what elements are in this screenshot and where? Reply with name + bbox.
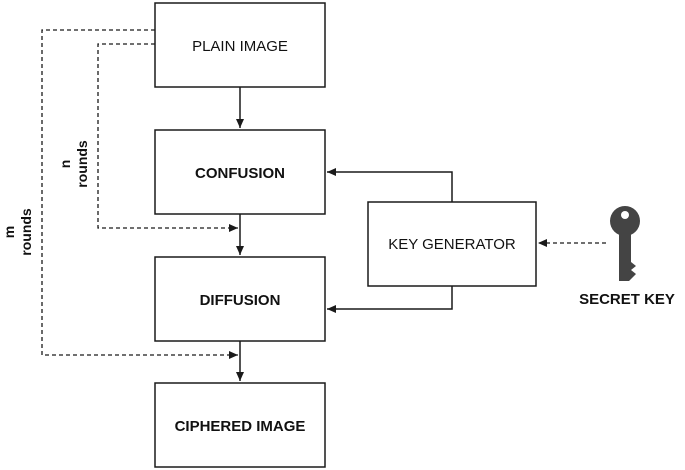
diffusion-label: DIFFUSION: [200, 292, 281, 309]
outer-loop-line: [41, 29, 238, 359]
ciphered-image-label: CIPHERED IMAGE: [175, 418, 306, 435]
plain-image-label: PLAIN IMAGE: [192, 38, 288, 55]
arrow-keygen-to-diffusion: [327, 286, 453, 313]
ciphered-image-node: CIPHERED IMAGE: [154, 382, 326, 468]
key-generator-label: KEY GENERATOR: [388, 236, 516, 253]
diffusion-node: DIFFUSION: [154, 256, 326, 342]
outer-loop-unit: rounds: [18, 208, 34, 256]
inner-loop-unit: rounds: [74, 140, 90, 188]
outer-loop-count: m: [1, 226, 17, 238]
inner-loop-label: n rounds: [57, 140, 90, 188]
arrow-keygen-to-confusion: [327, 168, 453, 202]
key-icon: [610, 206, 640, 281]
plain-image-node: PLAIN IMAGE: [154, 2, 326, 88]
secret-key-label: SECRET KEY: [579, 291, 675, 308]
key-generator-node: KEY GENERATOR: [367, 201, 537, 287]
inner-loop-count: n: [57, 160, 73, 169]
outer-loop-label: m rounds: [1, 208, 34, 256]
confusion-node: CONFUSION: [154, 129, 326, 215]
confusion-label: CONFUSION: [195, 165, 285, 182]
inner-loop-line: [97, 43, 238, 232]
